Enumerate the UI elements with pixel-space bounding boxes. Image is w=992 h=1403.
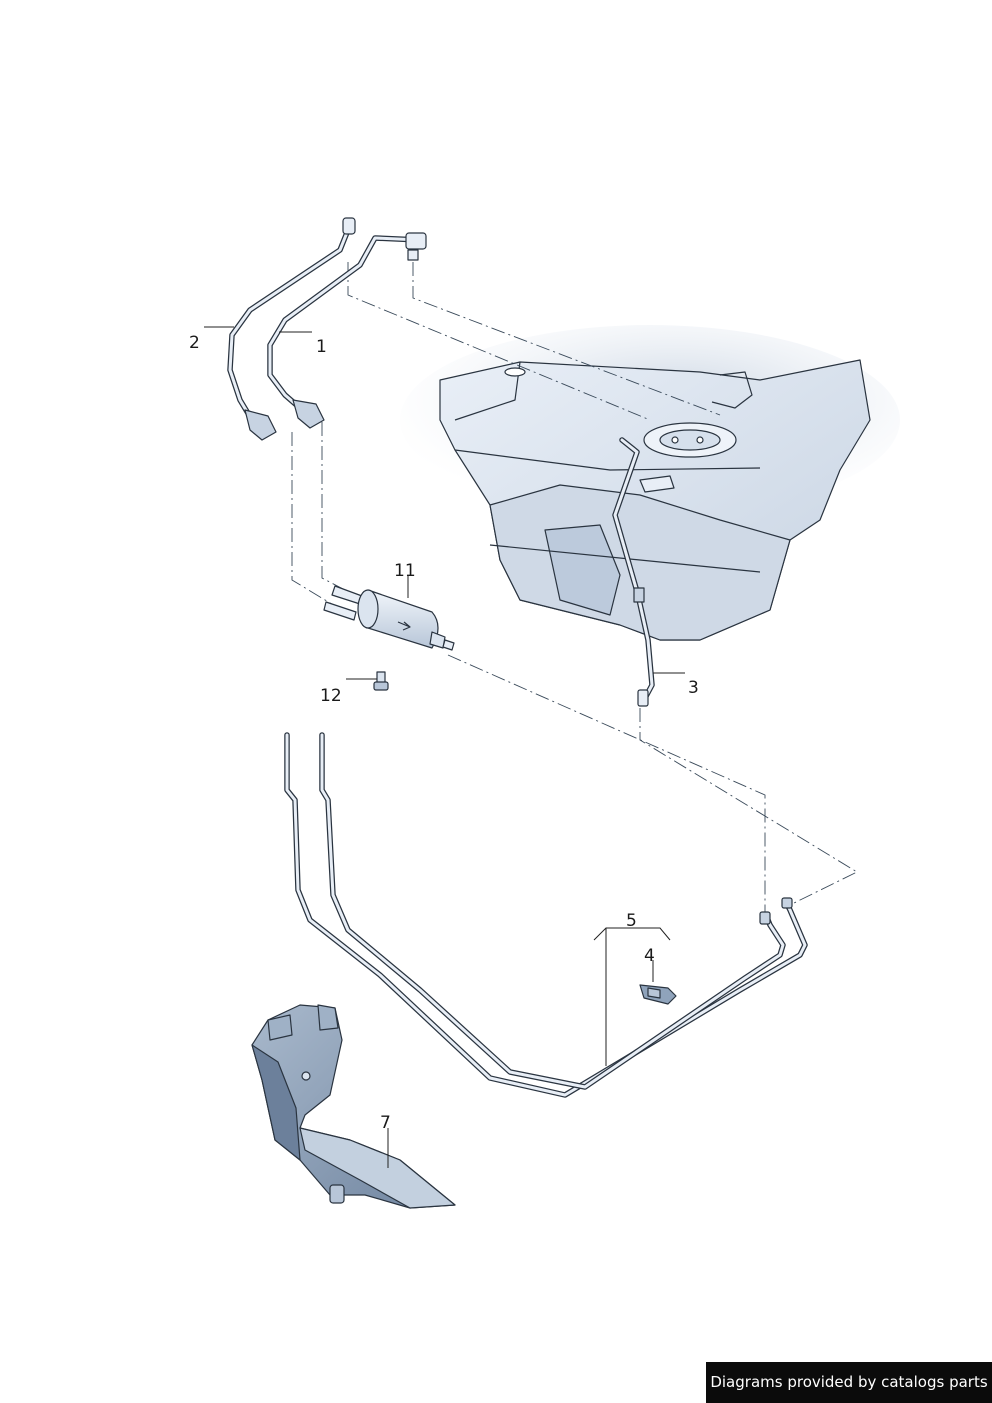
callout-7: 7 <box>380 1113 391 1133</box>
fuel-filter <box>323 585 455 651</box>
fuel-hose-3 <box>612 437 655 707</box>
callout-4: 4 <box>644 946 655 966</box>
fuel-lines <box>284 732 808 1098</box>
fuel-hose-2 <box>227 217 356 441</box>
callout-3: 3 <box>688 678 699 698</box>
callout-labels: 1 2 3 4 5 7 11 12 <box>189 333 699 1133</box>
bolt <box>373 671 389 691</box>
callout-11: 11 <box>394 561 416 581</box>
callout-1: 1 <box>316 337 327 357</box>
callout-2: 2 <box>189 333 200 353</box>
clip <box>639 984 677 1005</box>
callout-12: 12 <box>320 686 342 706</box>
callout-5: 5 <box>626 911 637 931</box>
fuel-tank <box>400 325 900 641</box>
leader-lines <box>204 326 685 1168</box>
fuel-hose-1 <box>267 232 427 429</box>
credit-banner: Diagrams provided by catalogs parts <box>706 1362 992 1403</box>
cover-bracket <box>251 1004 456 1209</box>
